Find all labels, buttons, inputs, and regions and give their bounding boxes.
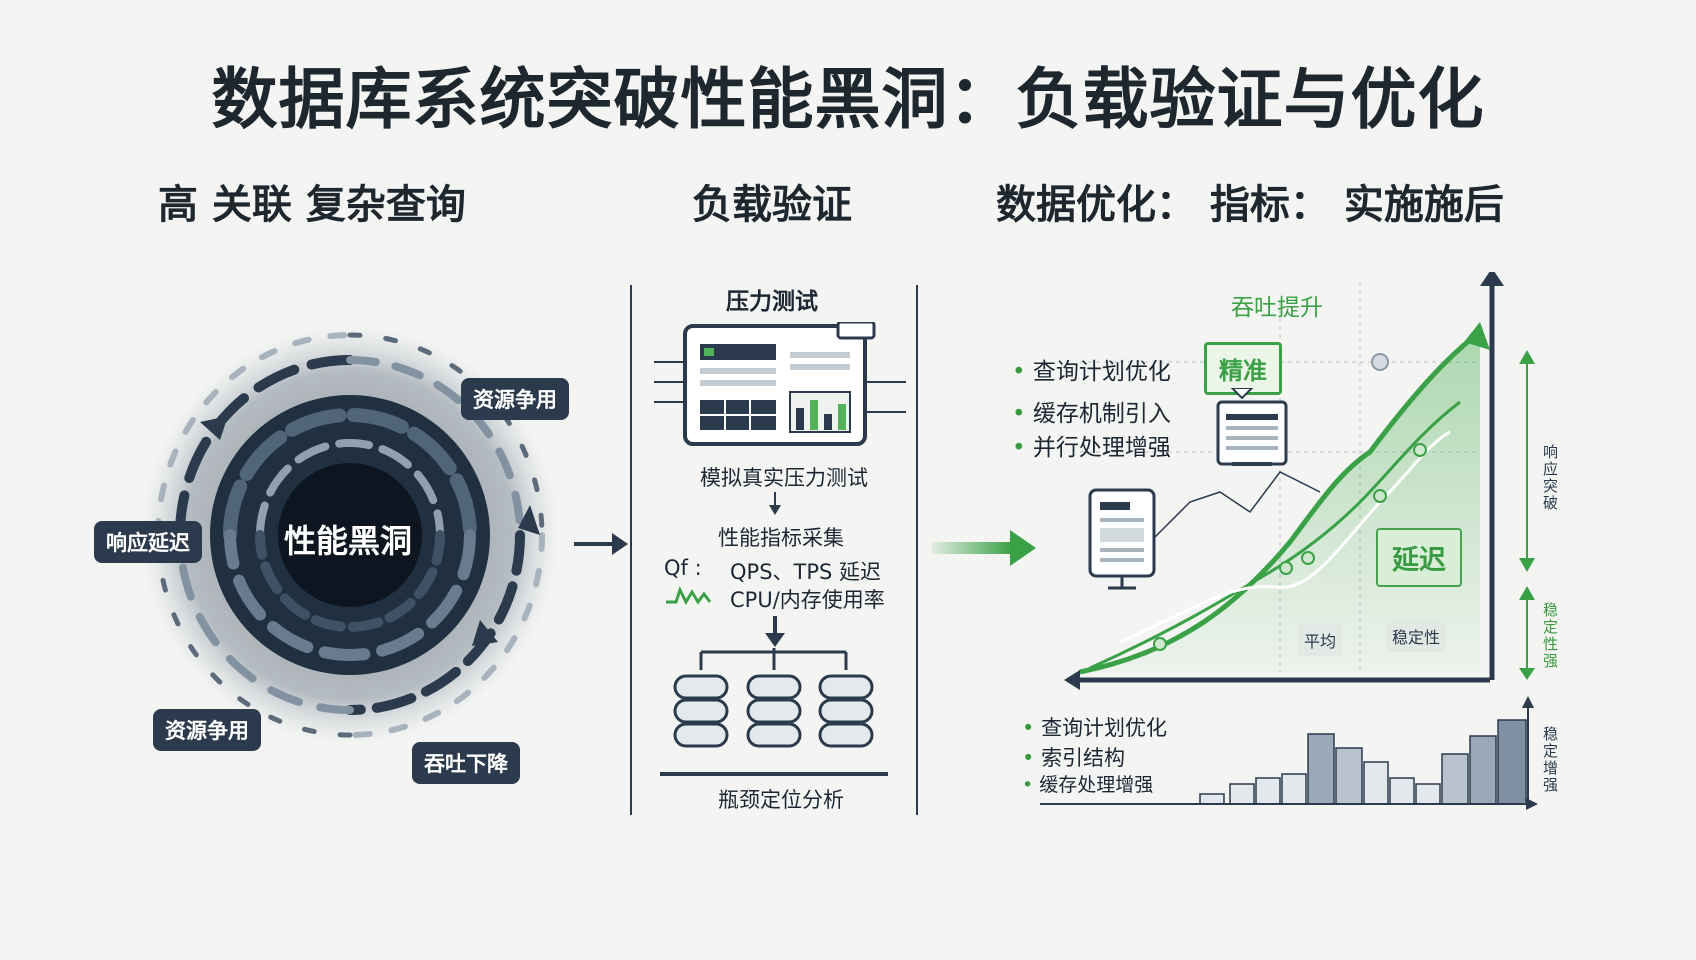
bullet-bottom-1: 查询计划优化: [1022, 712, 1167, 742]
arrow-right-green-icon: [932, 530, 1036, 566]
simulate-label: 模拟真实压力测试: [700, 466, 868, 490]
mini-tag-average: 平均: [1298, 624, 1343, 656]
delay-badge: 延迟: [1376, 528, 1462, 587]
metrics-row2: CPU/内存使用率: [730, 588, 885, 612]
range-arrows-icon: [1519, 350, 1535, 680]
metrics-row1: QPS、TPS 延迟: [730, 560, 882, 584]
divider-right: [916, 285, 918, 815]
page-title: 数据库系统突破性能黑洞：负载验证与优化: [211, 61, 1485, 138]
arrow-right-icon: [574, 533, 628, 555]
tag-response-delay: 响应延迟: [94, 521, 202, 563]
section-heading-left: 高 关联 复杂查询: [158, 182, 466, 228]
bullet-top-2: 缓存机制引入: [1012, 394, 1171, 428]
tag-resource-contention-bottom: 资源争用: [153, 709, 261, 751]
metrics-title: 性能指标采集: [718, 526, 844, 550]
arrow-down-icon: [769, 492, 781, 515]
side-label-top: 响应突破: [1541, 444, 1559, 512]
bullet-top-3: 并行处理增强: [1012, 428, 1171, 462]
bottleneck-label: 瓶颈定位分析: [718, 788, 844, 812]
precision-badge: 精准: [1204, 342, 1282, 395]
stress-test-title: 压力测试: [726, 289, 818, 315]
black-hole-swirl-icon: [140, 325, 560, 745]
side-label-bottom: 稳定增强: [1541, 726, 1559, 794]
bullet-top-1: 查询计划优化: [1012, 352, 1171, 386]
mini-tag-stability: 稳定性: [1386, 620, 1447, 652]
document-icon: [1216, 388, 1288, 466]
side-label-mid: 稳定性强: [1541, 602, 1559, 670]
document-icon-left: [1088, 488, 1156, 590]
section-heading-right: 数据优化： 指标： 实施施后: [996, 182, 1504, 228]
bullet-bottom-2: 索引结构: [1022, 742, 1125, 772]
pulse-icon: [666, 586, 712, 606]
tag-throughput-drop: 吞吐下降: [412, 742, 520, 784]
throughput-label: 吞吐提升: [1231, 295, 1323, 321]
bar-chart-icon: [1040, 696, 1538, 810]
section-heading-middle: 负载验证: [692, 182, 852, 228]
growth-chart-icon: [1064, 272, 1504, 690]
bullet-bottom-3: 缓存处理增强: [1022, 770, 1153, 797]
divider-left: [630, 285, 632, 815]
database-server-icon: [660, 648, 888, 776]
arrow-down-bold-icon: [765, 616, 785, 647]
black-hole-center-label: 性能黑洞: [284, 522, 413, 560]
tag-resource-contention-top: 资源争用: [461, 378, 569, 420]
metrics-row1-prefix: Qf :: [664, 556, 702, 580]
dashboard-monitor-icon: [654, 322, 906, 446]
